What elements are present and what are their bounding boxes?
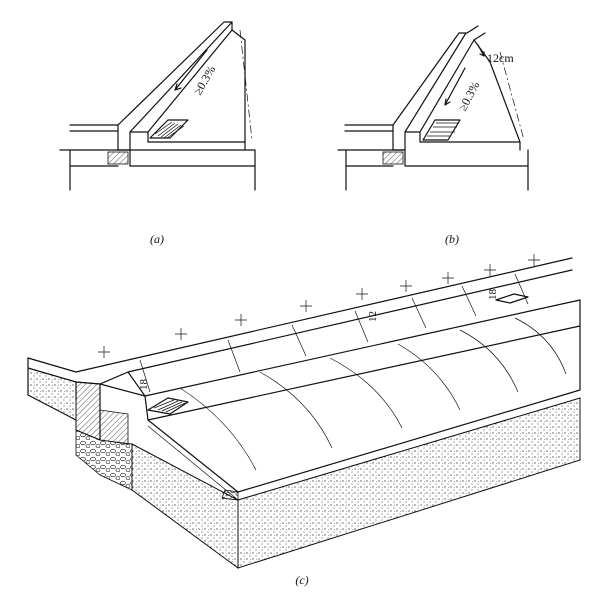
panel-c-sidewalk-base: [28, 368, 76, 420]
panel-c: 18 12 18 (c): [27, 254, 581, 587]
panel-c-curb-height-3: 18: [487, 289, 499, 301]
panel-b-inlet-grate-icon: [422, 119, 461, 141]
panel-c-inlet-grate-far-icon: [495, 293, 529, 304]
panel-c-cross-marks: [98, 254, 540, 358]
panel-a-curb-footing: [107, 151, 129, 165]
panel-b-base: [337, 149, 529, 191]
panel-a-gutter: [129, 29, 233, 143]
panel-a-inlet-grate-icon: [149, 119, 189, 139]
panel-b-slope-label: ≥0.3%: [455, 79, 482, 113]
panel-c-caption: (c): [295, 573, 308, 587]
panel-a-dashdot: [231, 29, 253, 141]
panel-c-gutter-section: [99, 409, 129, 445]
panel-b-gutter: [404, 39, 475, 143]
panel-c-curb-front: [99, 299, 581, 397]
panel-a-base: [59, 149, 256, 191]
panel-b-caption: (b): [445, 232, 459, 246]
panel-a-slope-arrow: [174, 49, 208, 91]
panel-c-pavement-edge: [144, 299, 581, 493]
panel-b-width-dim: [466, 25, 486, 57]
panel-b: ≥0.3% 12cm (b): [337, 25, 529, 246]
panel-a-slope-label: ≥0.3%: [190, 63, 218, 97]
panel-a-ground-left: [69, 124, 119, 132]
panel-b-dashdot: [499, 51, 525, 141]
panel-c-curb-height-2: 12: [367, 311, 379, 322]
panel-c-subgrade: [131, 443, 239, 569]
panel-c-pavement-joints: [179, 317, 567, 471]
panel-b-curb: [392, 32, 467, 151]
panel-c-curb-top: [75, 257, 573, 441]
panel-c-curb-height-1: 18: [138, 379, 150, 391]
panel-a-right-edge: [129, 149, 256, 191]
panel-a: ≥0.3% (a): [59, 21, 256, 246]
panel-a-curb: [117, 21, 233, 151]
panel-b-width-label: 12cm: [487, 51, 514, 65]
panel-b-ground-left: [344, 124, 394, 132]
panel-c-edge-gravel: [221, 489, 239, 501]
panel-c-subgrade-side: [237, 397, 581, 569]
panel-c-curb-joints: [139, 273, 529, 393]
panel-b-slope-arrow: [444, 67, 466, 106]
panel-c-inlet-grate-icon: [147, 397, 189, 415]
panel-a-caption: (a): [150, 232, 164, 246]
panel-b-curb-footing: [382, 151, 404, 165]
